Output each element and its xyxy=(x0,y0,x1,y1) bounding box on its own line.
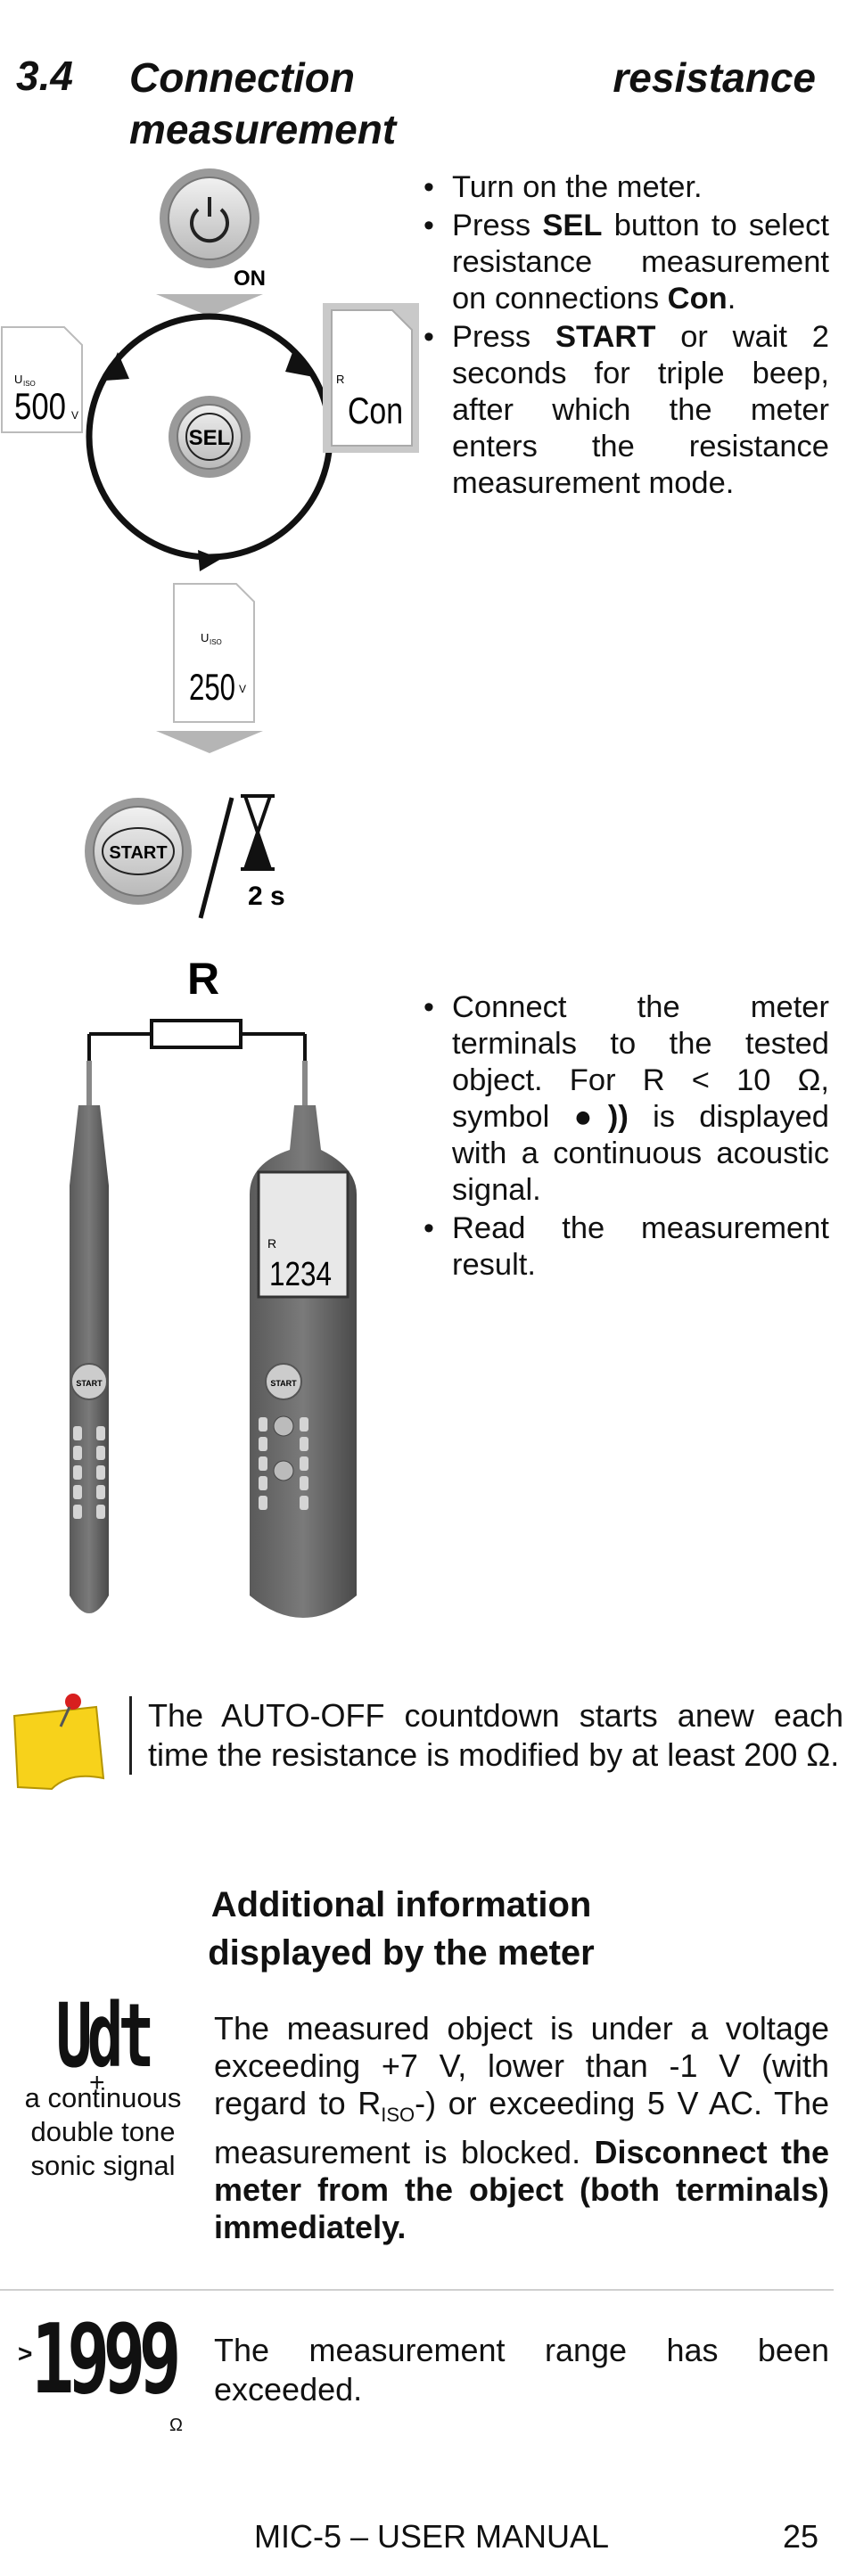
display-500v: U ISO 500 V xyxy=(1,326,83,433)
or-divider xyxy=(198,797,234,919)
udt-display: Udt xyxy=(55,1986,155,2088)
svg-text:R: R xyxy=(267,1236,276,1251)
probe-connection-diagram: R START R 1234 START xyxy=(70,954,357,1618)
svg-text:ISO: ISO xyxy=(23,380,36,388)
meter-body-icon: R 1234 START xyxy=(250,1061,357,1618)
list-item: Connect the meter terminals to the teste… xyxy=(415,989,829,1209)
meter-display-value: 1234 xyxy=(269,1256,332,1293)
svg-text:V: V xyxy=(239,683,246,695)
svg-text:Con: Con xyxy=(348,390,403,431)
sel-label: SEL xyxy=(189,426,231,450)
page-number: 25 xyxy=(783,2518,819,2555)
time-label: 2 s xyxy=(248,882,285,911)
udt-description: The measured object is under a voltage e… xyxy=(214,2010,830,2246)
plus-sign: + xyxy=(89,2068,105,2097)
sound-icon: ●)) xyxy=(573,1100,629,1134)
section-title: Connection resistance measurement xyxy=(129,54,816,152)
resistor-label: R xyxy=(187,954,219,1004)
cycle-arrow-icon xyxy=(198,550,221,571)
ohm-unit: Ω xyxy=(169,2416,183,2435)
on-label: ON xyxy=(234,267,266,291)
svg-text:V: V xyxy=(71,409,78,422)
pinned-note-icon xyxy=(12,1694,105,1791)
svg-text:ISO: ISO xyxy=(210,638,222,646)
hourglass-icon xyxy=(241,794,275,871)
power-button-icon xyxy=(160,168,259,268)
display-con: R Con xyxy=(323,303,419,453)
instructions-list-2: Connect the meter terminals to the teste… xyxy=(415,989,829,1285)
sel-button-icon xyxy=(169,396,251,478)
range-prefix: > xyxy=(18,2340,33,2367)
udt-caption: a continuous double tone sonic signal xyxy=(24,2082,182,2181)
list-item: Press START or wait 2 seconds for triple… xyxy=(415,319,829,502)
cycle-arrow-icon xyxy=(105,352,129,381)
list-item: Read the measurement result. xyxy=(415,1210,829,1284)
svg-text:500: 500 xyxy=(14,385,66,427)
svg-text:START: START xyxy=(76,1379,103,1388)
list-item: Press SEL button to select resistance me… xyxy=(415,208,829,317)
display-250v: U ISO 250 V xyxy=(173,583,255,723)
additional-info-heading: Additional information displayed by the … xyxy=(208,1885,595,1973)
range-display: 1999 xyxy=(31,2303,182,2416)
svg-text:U: U xyxy=(14,373,22,386)
mode-selection-diagram: ON SEL U ISO 500 V R Con U ISO 250 V xyxy=(1,168,419,919)
left-probe-icon: START xyxy=(70,1061,109,1613)
resistor-icon xyxy=(87,1019,307,1061)
range-description: The measurement range has been exceeded. xyxy=(214,2332,829,2408)
svg-text:250: 250 xyxy=(189,666,235,708)
down-arrow-icon xyxy=(156,294,263,316)
list-item: Turn on the meter. xyxy=(415,169,829,206)
start-label: START xyxy=(109,843,167,863)
instructions-list-1: Turn on the meter. Press SEL button to s… xyxy=(415,169,829,504)
svg-text:START: START xyxy=(270,1379,297,1388)
divider xyxy=(0,2289,834,2291)
svg-text:R: R xyxy=(336,373,344,386)
down-arrow-icon xyxy=(156,731,263,753)
note-text: The AUTO-OFF countdown starts anew each … xyxy=(129,1696,843,1775)
footer-manual-title: MIC-5 – USER MANUAL xyxy=(254,2518,610,2555)
start-button-icon xyxy=(85,798,192,905)
cycle-arrow-icon xyxy=(285,348,314,377)
section-number: 3.4 xyxy=(16,53,73,99)
svg-text:U: U xyxy=(201,631,209,644)
